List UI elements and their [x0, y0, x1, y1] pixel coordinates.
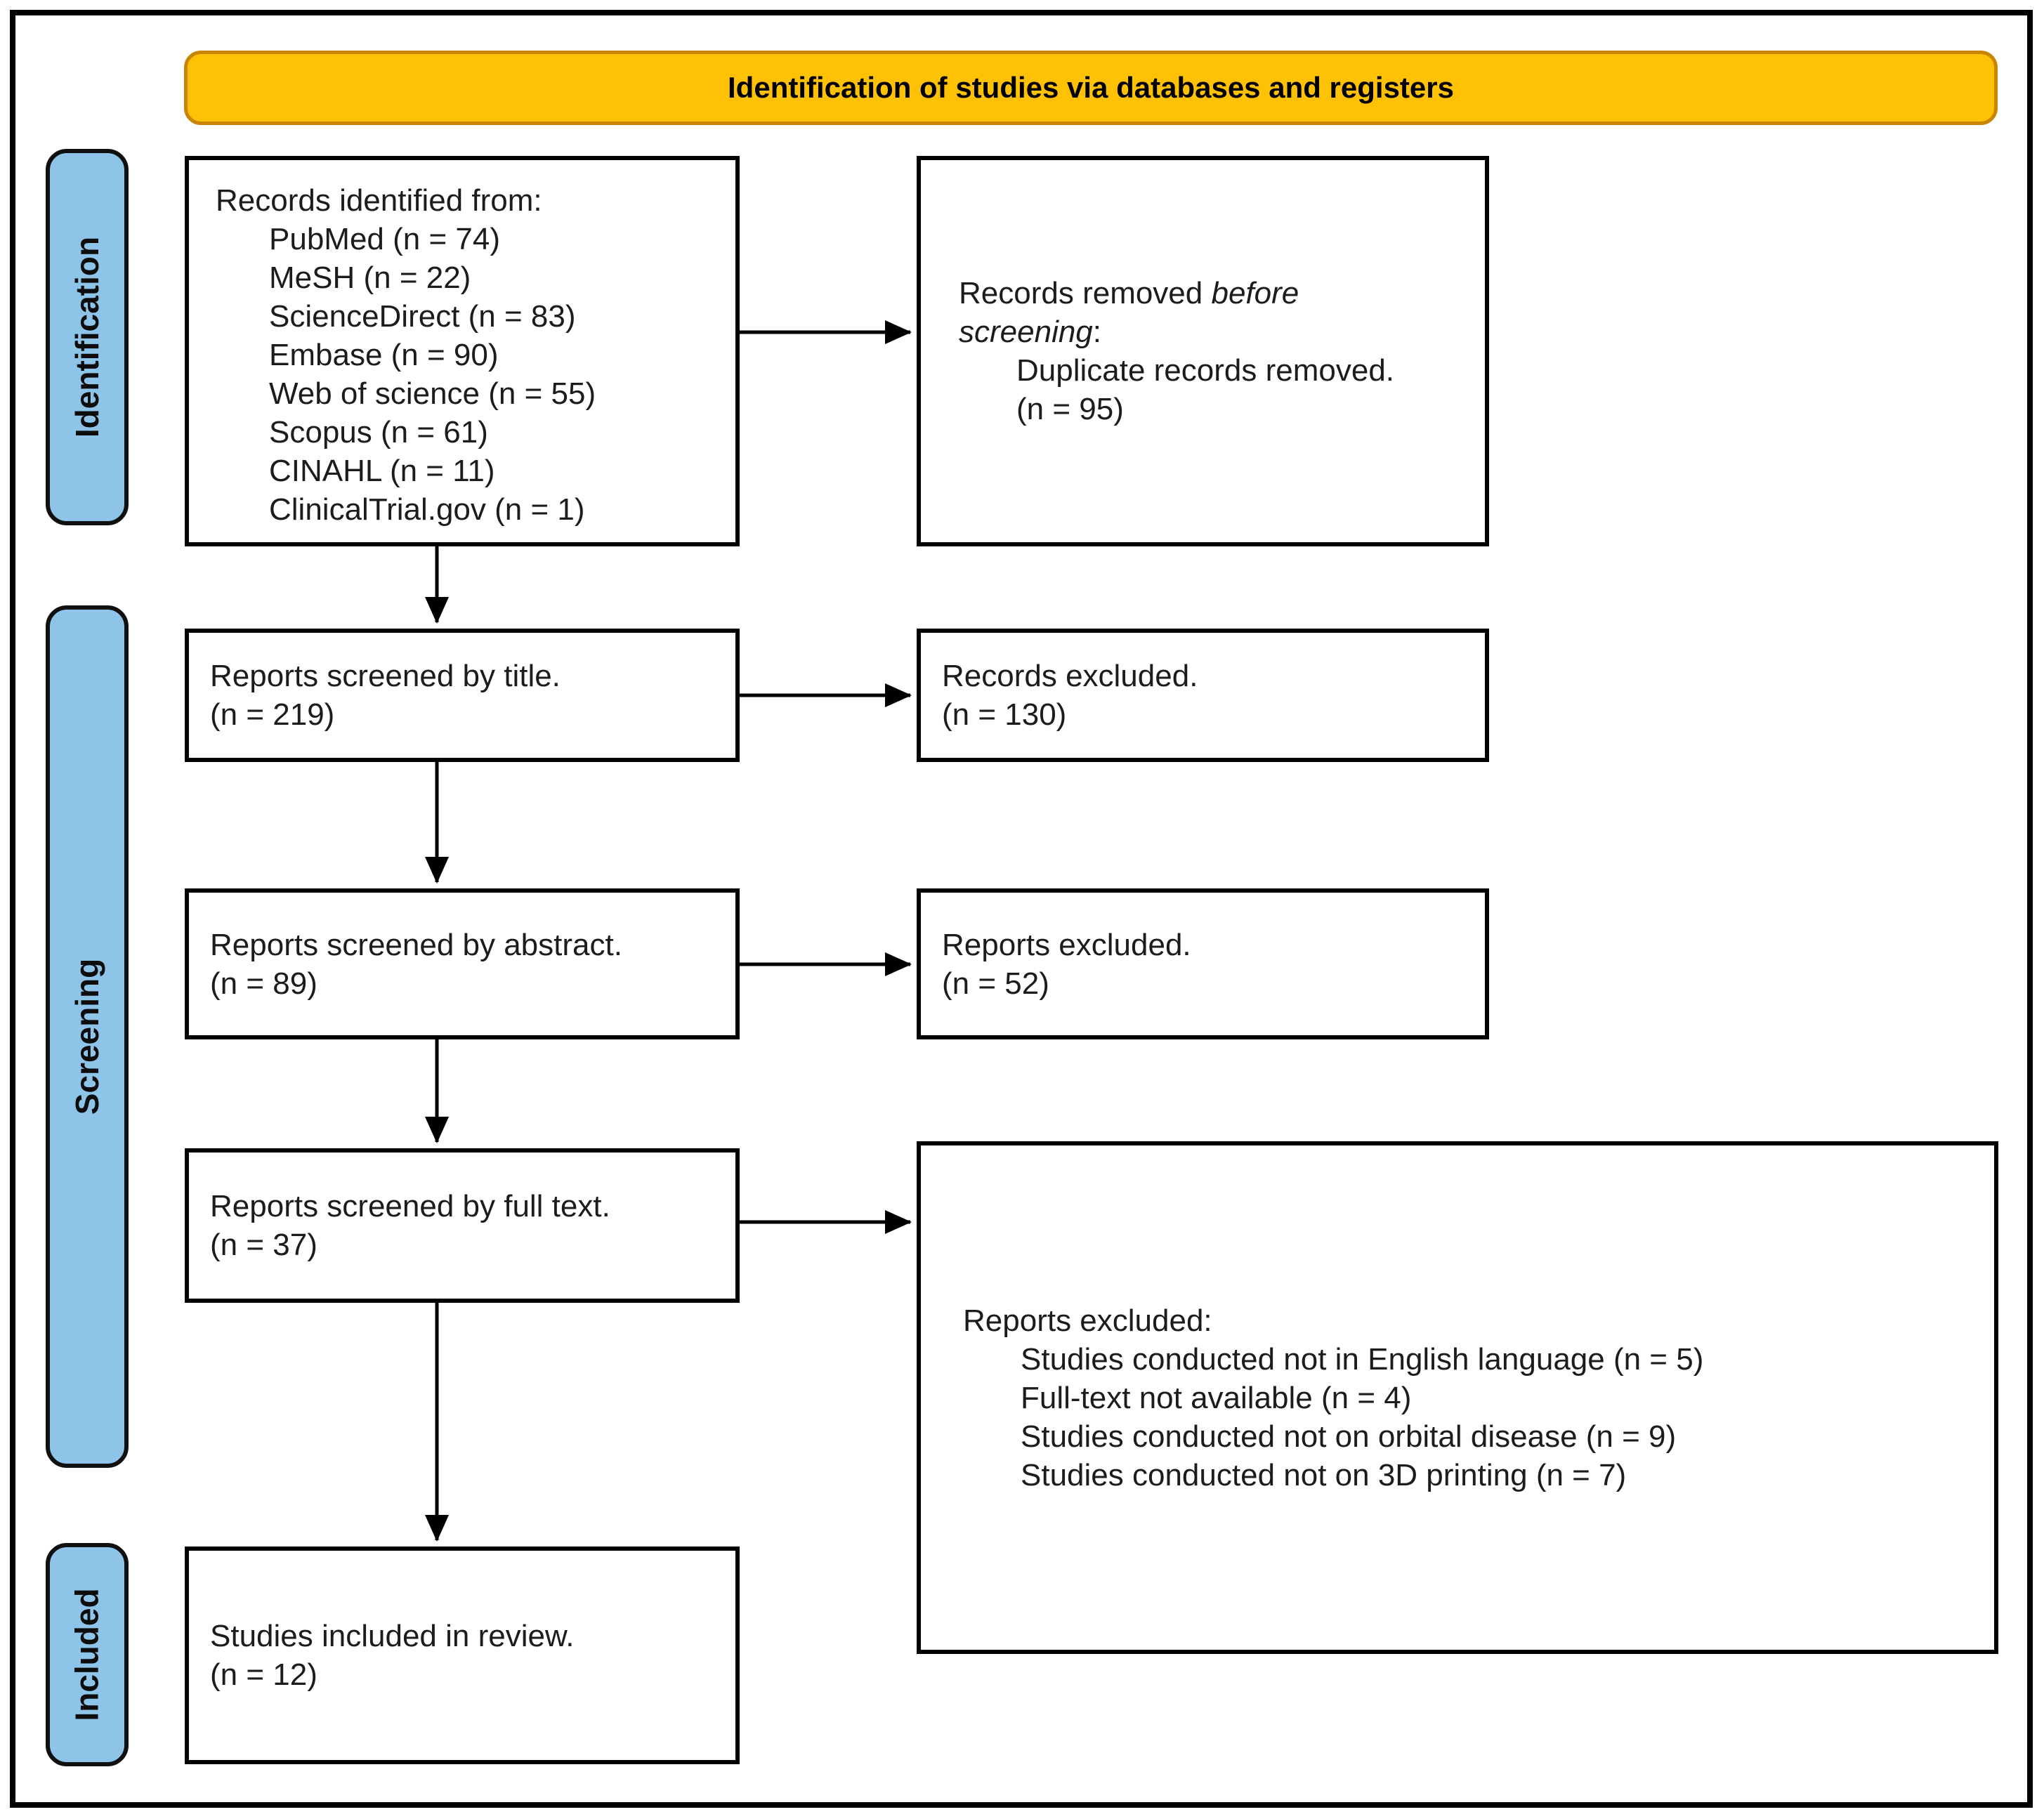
fulltext-excluded-reasons-box: Reports excluded: Studies conducted not …	[917, 1141, 1998, 1654]
records-removed-line1: Records removed before	[959, 274, 1464, 313]
source-item: Web of science (n = 55)	[269, 376, 596, 411]
records-removed-line2: screening:	[959, 313, 1464, 351]
source-item: PubMed (n = 74)	[269, 222, 500, 256]
page-border	[10, 10, 2033, 1808]
fulltext-excluded-heading: Reports excluded:	[963, 1303, 1212, 1338]
studies-included-count: (n = 12)	[210, 1657, 317, 1692]
screened-by-title-box: Reports screened by title. (n = 219)	[185, 629, 740, 762]
stage-label-identification-text: Identification	[69, 236, 106, 438]
source-item: CINAHL (n = 11)	[269, 454, 495, 488]
screened-by-fulltext-count: (n = 37)	[210, 1228, 317, 1262]
screened-by-abstract-count: (n = 89)	[210, 966, 317, 1001]
records-removed-count: (n = 95)	[1016, 392, 1124, 426]
screened-by-abstract-box: Reports screened by abstract. (n = 89)	[185, 888, 740, 1039]
records-excluded-label: Records excluded.	[942, 659, 1198, 693]
exclusion-reason: Full-text not available (n = 4)	[1021, 1380, 1412, 1415]
stage-label-included-text: Included	[69, 1588, 105, 1721]
exclusion-reason: Studies conducted not in English languag…	[1021, 1341, 1704, 1377]
records-removed-line1-italic: before	[1211, 276, 1299, 310]
source-item: Scopus (n = 61)	[269, 415, 488, 449]
banner-title-text: Identification of studies via databases …	[728, 71, 1454, 104]
screened-by-fulltext-box: Reports screened by full text. (n = 37)	[185, 1148, 740, 1303]
studies-included-label: Studies included in review.	[210, 1619, 575, 1653]
records-removed-line2-italic: screening	[959, 315, 1093, 349]
screened-by-fulltext-label: Reports screened by full text.	[210, 1189, 610, 1223]
records-removed-reason: Duplicate records removed.	[1016, 353, 1395, 388]
stage-label-identification: Identification	[46, 149, 129, 525]
records-identified-heading: Records identified from:	[216, 183, 542, 218]
banner-title: Identification of studies via databases …	[184, 51, 1998, 125]
studies-included-box: Studies included in review. (n = 12)	[185, 1547, 740, 1764]
exclusion-reason: Studies conducted not on 3D printing (n …	[1021, 1457, 1627, 1492]
screened-by-abstract-label: Reports screened by abstract.	[210, 927, 622, 962]
stage-label-screening: Screening	[46, 605, 129, 1468]
reports-excluded-count: (n = 52)	[942, 966, 1049, 1001]
records-removed-box: Records removed before screening: Duplic…	[917, 156, 1489, 546]
records-excluded-box: Records excluded. (n = 130)	[917, 629, 1489, 762]
records-removed-line2-suffix: :	[1092, 315, 1102, 349]
source-item: Embase (n = 90)	[269, 338, 499, 372]
records-identified-box: Records identified from: PubMed (n = 74)…	[185, 156, 740, 546]
reports-excluded-label: Reports excluded.	[942, 927, 1191, 962]
stage-label-screening-text: Screening	[69, 958, 106, 1115]
screened-by-title-label: Reports screened by title.	[210, 659, 561, 693]
source-item: ScienceDirect (n = 83)	[269, 299, 576, 334]
screened-by-title-count: (n = 219)	[210, 697, 335, 732]
exclusion-reason: Studies conducted not on orbital disease…	[1021, 1419, 1677, 1454]
source-item: MeSH (n = 22)	[269, 261, 471, 295]
records-removed-line1-regular: Records removed	[959, 276, 1212, 310]
records-excluded-count: (n = 130)	[942, 697, 1067, 732]
source-item: ClinicalTrial.gov (n = 1)	[269, 492, 585, 527]
reports-excluded-box: Reports excluded. (n = 52)	[917, 888, 1489, 1039]
stage-label-included: Included	[46, 1543, 129, 1766]
